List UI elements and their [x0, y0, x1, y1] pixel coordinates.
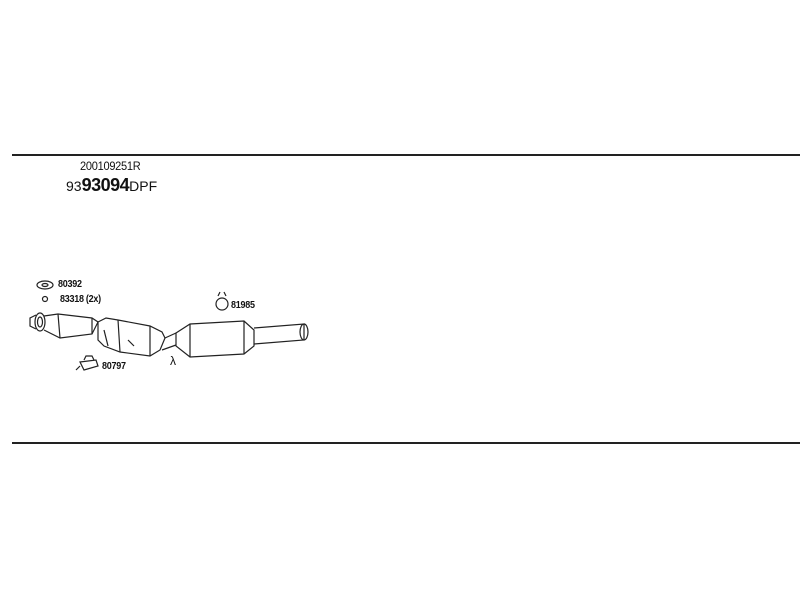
part-number: 9393094DPF [66, 175, 157, 197]
part-number-prefix: 93 [66, 178, 82, 194]
tailpipe [253, 323, 309, 345]
particulate-filter [175, 320, 255, 358]
reference-number: 200109251R [80, 159, 141, 173]
part-number-suffix: DPF [129, 178, 158, 194]
nut-icon [41, 295, 49, 303]
clamp-icon [215, 291, 229, 311]
gasket-label: 80392 [58, 279, 82, 290]
gasket-icon [36, 280, 54, 290]
nut-label: 83318 (2x) [60, 294, 101, 305]
top-divider [12, 154, 800, 156]
bracket-label: 80797 [102, 361, 126, 372]
clamp-label: 81985 [231, 300, 255, 311]
part-number-main: 93094 [81, 175, 130, 195]
front-flange [29, 312, 46, 332]
bracket-icon [75, 355, 99, 371]
front-pipe [43, 313, 99, 339]
bottom-divider [12, 442, 800, 444]
lambda-sensor-label: λ [170, 354, 176, 368]
catalytic-converter [97, 317, 177, 357]
